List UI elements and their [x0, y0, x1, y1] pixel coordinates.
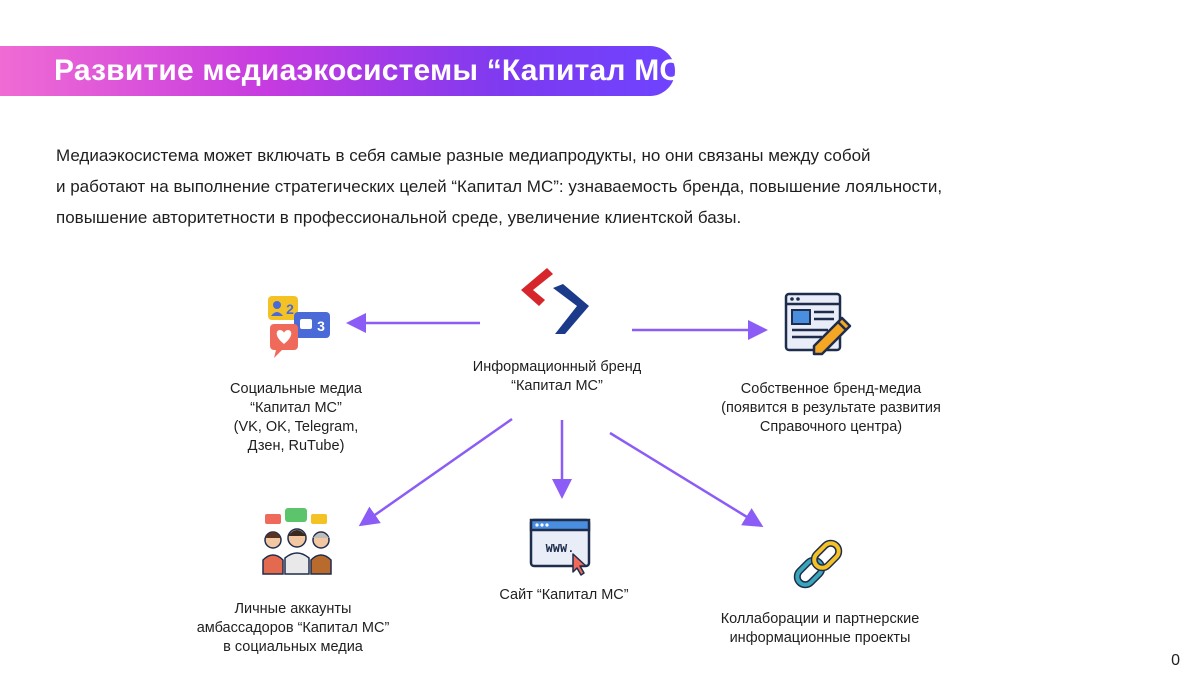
center-label: Информационный бренд “Капитал МС”	[472, 359, 642, 394]
ambassadors-label: Личные аккаунты амбассадоров “Капитал МС…	[196, 601, 390, 655]
chain-link-icon	[793, 539, 843, 589]
heart-icon	[276, 330, 292, 344]
badge-count: 2	[286, 301, 294, 317]
pencil-icon	[812, 316, 852, 356]
cursor-icon	[572, 553, 587, 576]
user-icon	[273, 301, 281, 309]
title-banner: Развитие медиаэкосистемы “Капитал МС”	[0, 46, 696, 96]
collab-label: Коллаборации и партнерские информационны…	[720, 611, 920, 646]
arrow-to-ambassadors	[358, 417, 513, 527]
intro-paragraph: Медиаэкосистема может включать в себя са…	[56, 140, 1106, 233]
page-title: Развитие медиаэкосистемы “Капитал МС”	[54, 54, 697, 87]
intro-line: и работают на выполнение стратегических …	[56, 177, 943, 196]
social-media-icon: 2 3	[268, 296, 330, 358]
intro-line: повышение авторитетности в профессиональ…	[56, 208, 742, 227]
website-browser-icon: WWW.	[529, 518, 591, 576]
people-chat-icon	[262, 508, 332, 575]
social-media-label: Социальные медиа “Капитал МС” (VK, OK, T…	[230, 381, 362, 454]
kapital-ms-logo	[521, 268, 589, 334]
article-pencil-icon	[784, 292, 852, 356]
www-text: WWW.	[546, 542, 575, 556]
website-label: Сайт “Капитал МС”	[499, 587, 629, 603]
brand-media-label: Собственное бренд-медиа (появится в резу…	[721, 381, 941, 435]
badge-count: 3	[317, 318, 325, 334]
arrow-to-collab	[609, 431, 764, 528]
intro-line: Медиаэкосистема может включать в себя са…	[56, 146, 871, 165]
page-number: 0	[1171, 652, 1180, 669]
